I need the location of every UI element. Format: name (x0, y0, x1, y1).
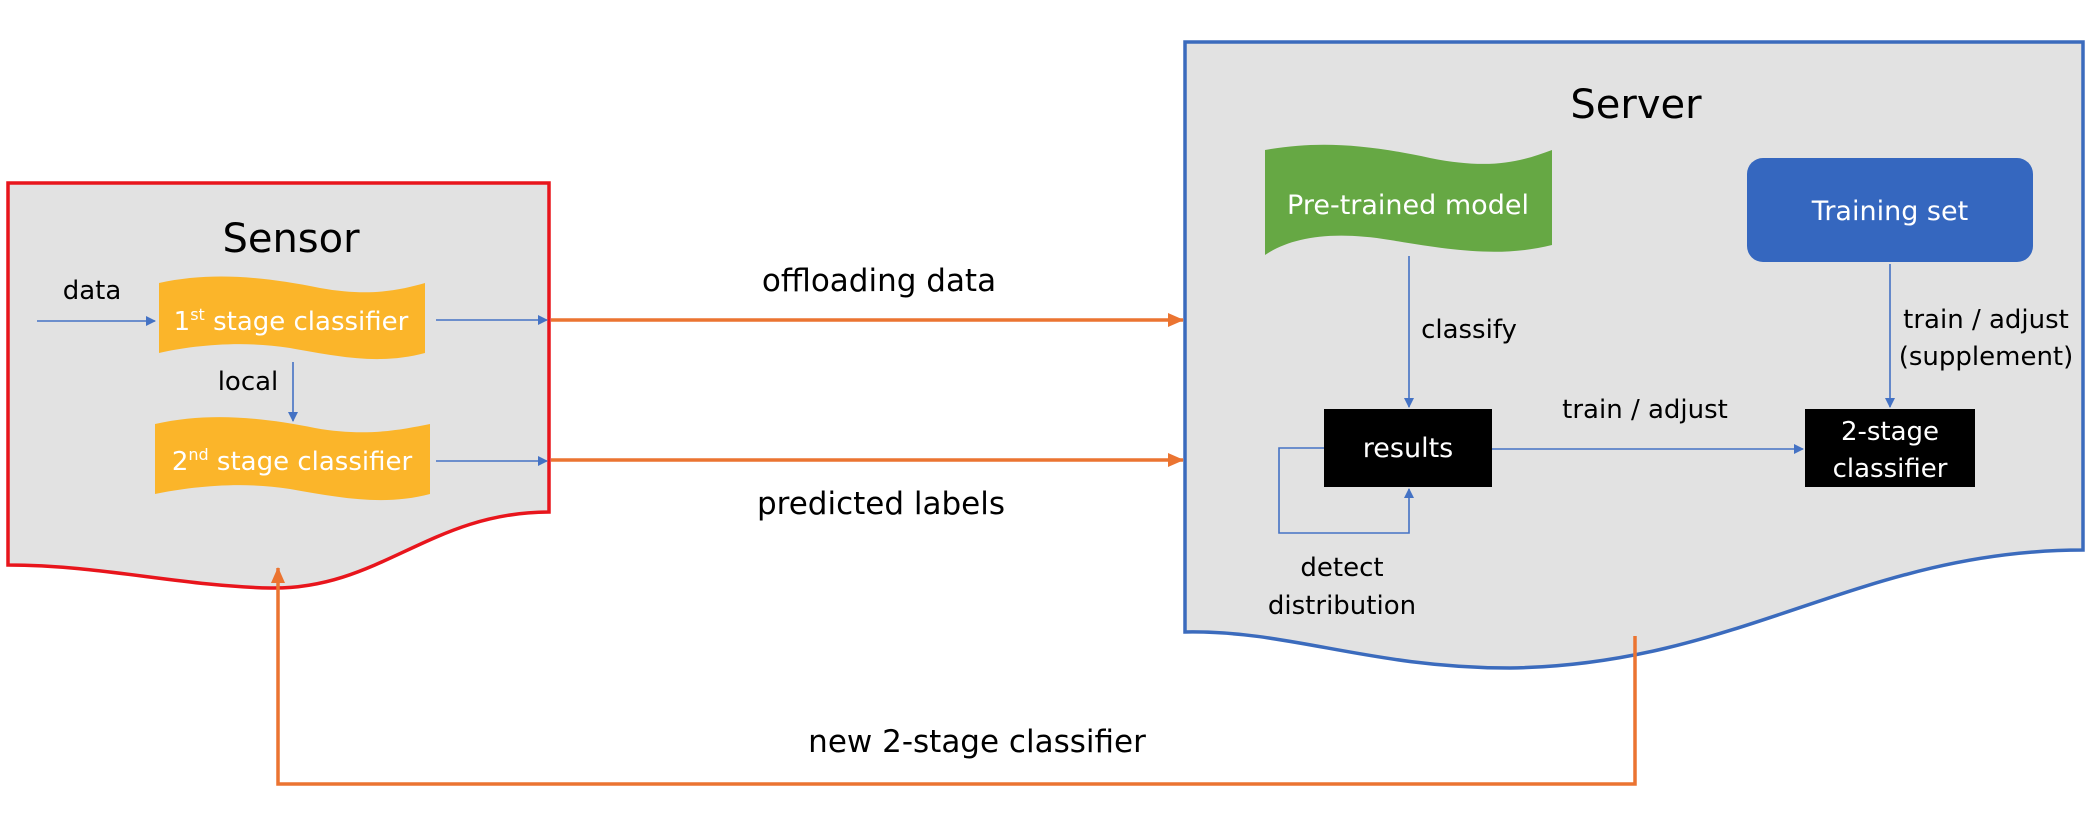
pretrained-model-label: Pre-trained model (1287, 190, 1529, 221)
two-stage-classifier-line1: 2-stage (1841, 417, 1939, 447)
two-stage-classifier-line2: classifier (1833, 454, 1948, 484)
train-adjust-label: train / adjust (1562, 395, 1728, 425)
detect-label-line2: distribution (1268, 591, 1416, 621)
stage2-classifier-shape (155, 417, 430, 501)
training-set-label: Training set (1811, 196, 1968, 227)
local-label: local (218, 367, 279, 397)
stage1-classifier-shape (159, 276, 425, 360)
server-title: Server (1570, 82, 1702, 128)
detect-loop-arrow (1278, 447, 1414, 534)
detect-label-line1: detect (1300, 553, 1383, 583)
offloading-label: offloading data (762, 263, 996, 299)
feedback-label: new 2-stage classifier (808, 724, 1146, 760)
stage2-classifier-label: 2nd stage classifier (172, 445, 413, 477)
training-set-box (1747, 158, 2033, 262)
stage1-classifier-label: 1st stage classifier (174, 305, 409, 337)
pretrained-model-shape (1265, 144, 1552, 255)
supplement-label-line1: train / adjust (1903, 305, 2069, 335)
sensor-title: Sensor (222, 216, 360, 262)
data-input-label: data (63, 276, 122, 306)
classify-label: classify (1421, 315, 1517, 345)
results-label: results (1363, 433, 1453, 464)
results-box (1324, 409, 1492, 487)
feedback-arrow (271, 567, 1637, 786)
supplement-label-line2: (supplement) (1899, 342, 2074, 372)
two-stage-classifier-box (1805, 409, 1975, 487)
predicted-label: predicted labels (757, 486, 1005, 522)
